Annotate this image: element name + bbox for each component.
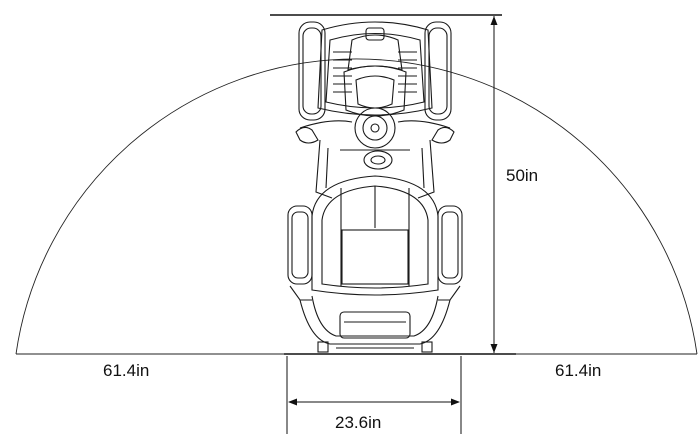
- left-radius-label: 61.4in: [103, 361, 149, 380]
- height-label: 50in: [506, 166, 538, 185]
- right-radius-label: 61.4in: [555, 361, 601, 380]
- width-dimension: [286, 356, 462, 434]
- height-dimension: [490, 16, 498, 353]
- turning-radius-arc: [15, 58, 698, 355]
- vehicle-top-view: [287, 21, 463, 353]
- width-label: 23.6in: [335, 413, 381, 432]
